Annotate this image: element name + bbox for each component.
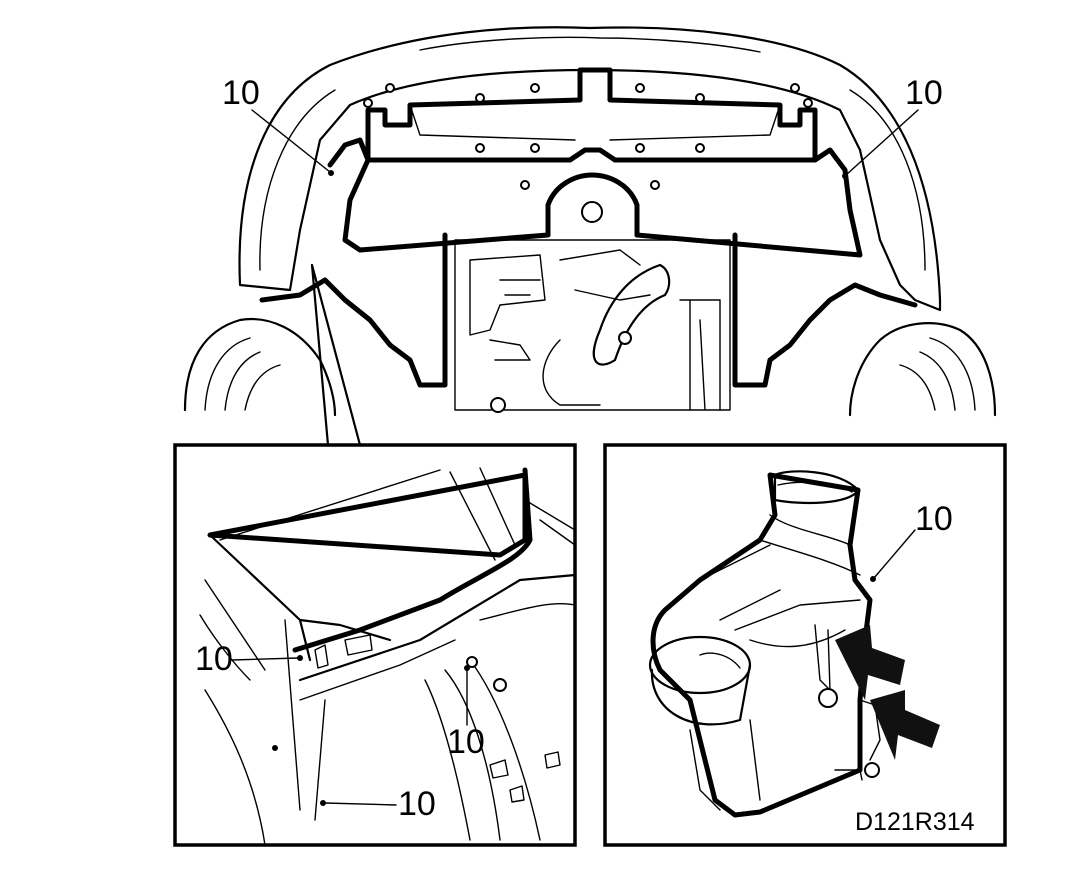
center-bracket <box>545 172 640 238</box>
callout-10-top-right: 10 <box>905 74 943 112</box>
inset-left: 10 10 10 <box>173 443 577 847</box>
drawing-code: D121R314 <box>855 808 975 836</box>
inset-right: 10 D121R314 <box>603 443 1007 847</box>
callout-10-inset-left-c: 10 <box>398 785 436 823</box>
wheel-right <box>848 322 997 417</box>
wheel-left <box>183 318 337 417</box>
cross-member <box>365 67 818 163</box>
arrow-icon-lower <box>870 690 940 760</box>
arrow-icon-upper <box>835 625 905 700</box>
inset-left-frame <box>173 443 577 847</box>
splash-shield-right <box>634 147 863 258</box>
main-view: 10 10 <box>183 26 997 447</box>
splash-shield-left <box>327 137 551 253</box>
splash-shield-left-lower <box>259 232 448 388</box>
splash-shield-right-lower <box>732 232 918 388</box>
mounting-holes <box>363 83 813 190</box>
callout-10-inset-right: 10 <box>915 500 953 538</box>
callout-10-inset-left-a: 10 <box>195 640 233 678</box>
callout-10-top-left: 10 <box>222 74 260 112</box>
callout-10-inset-left-b: 10 <box>447 723 485 761</box>
